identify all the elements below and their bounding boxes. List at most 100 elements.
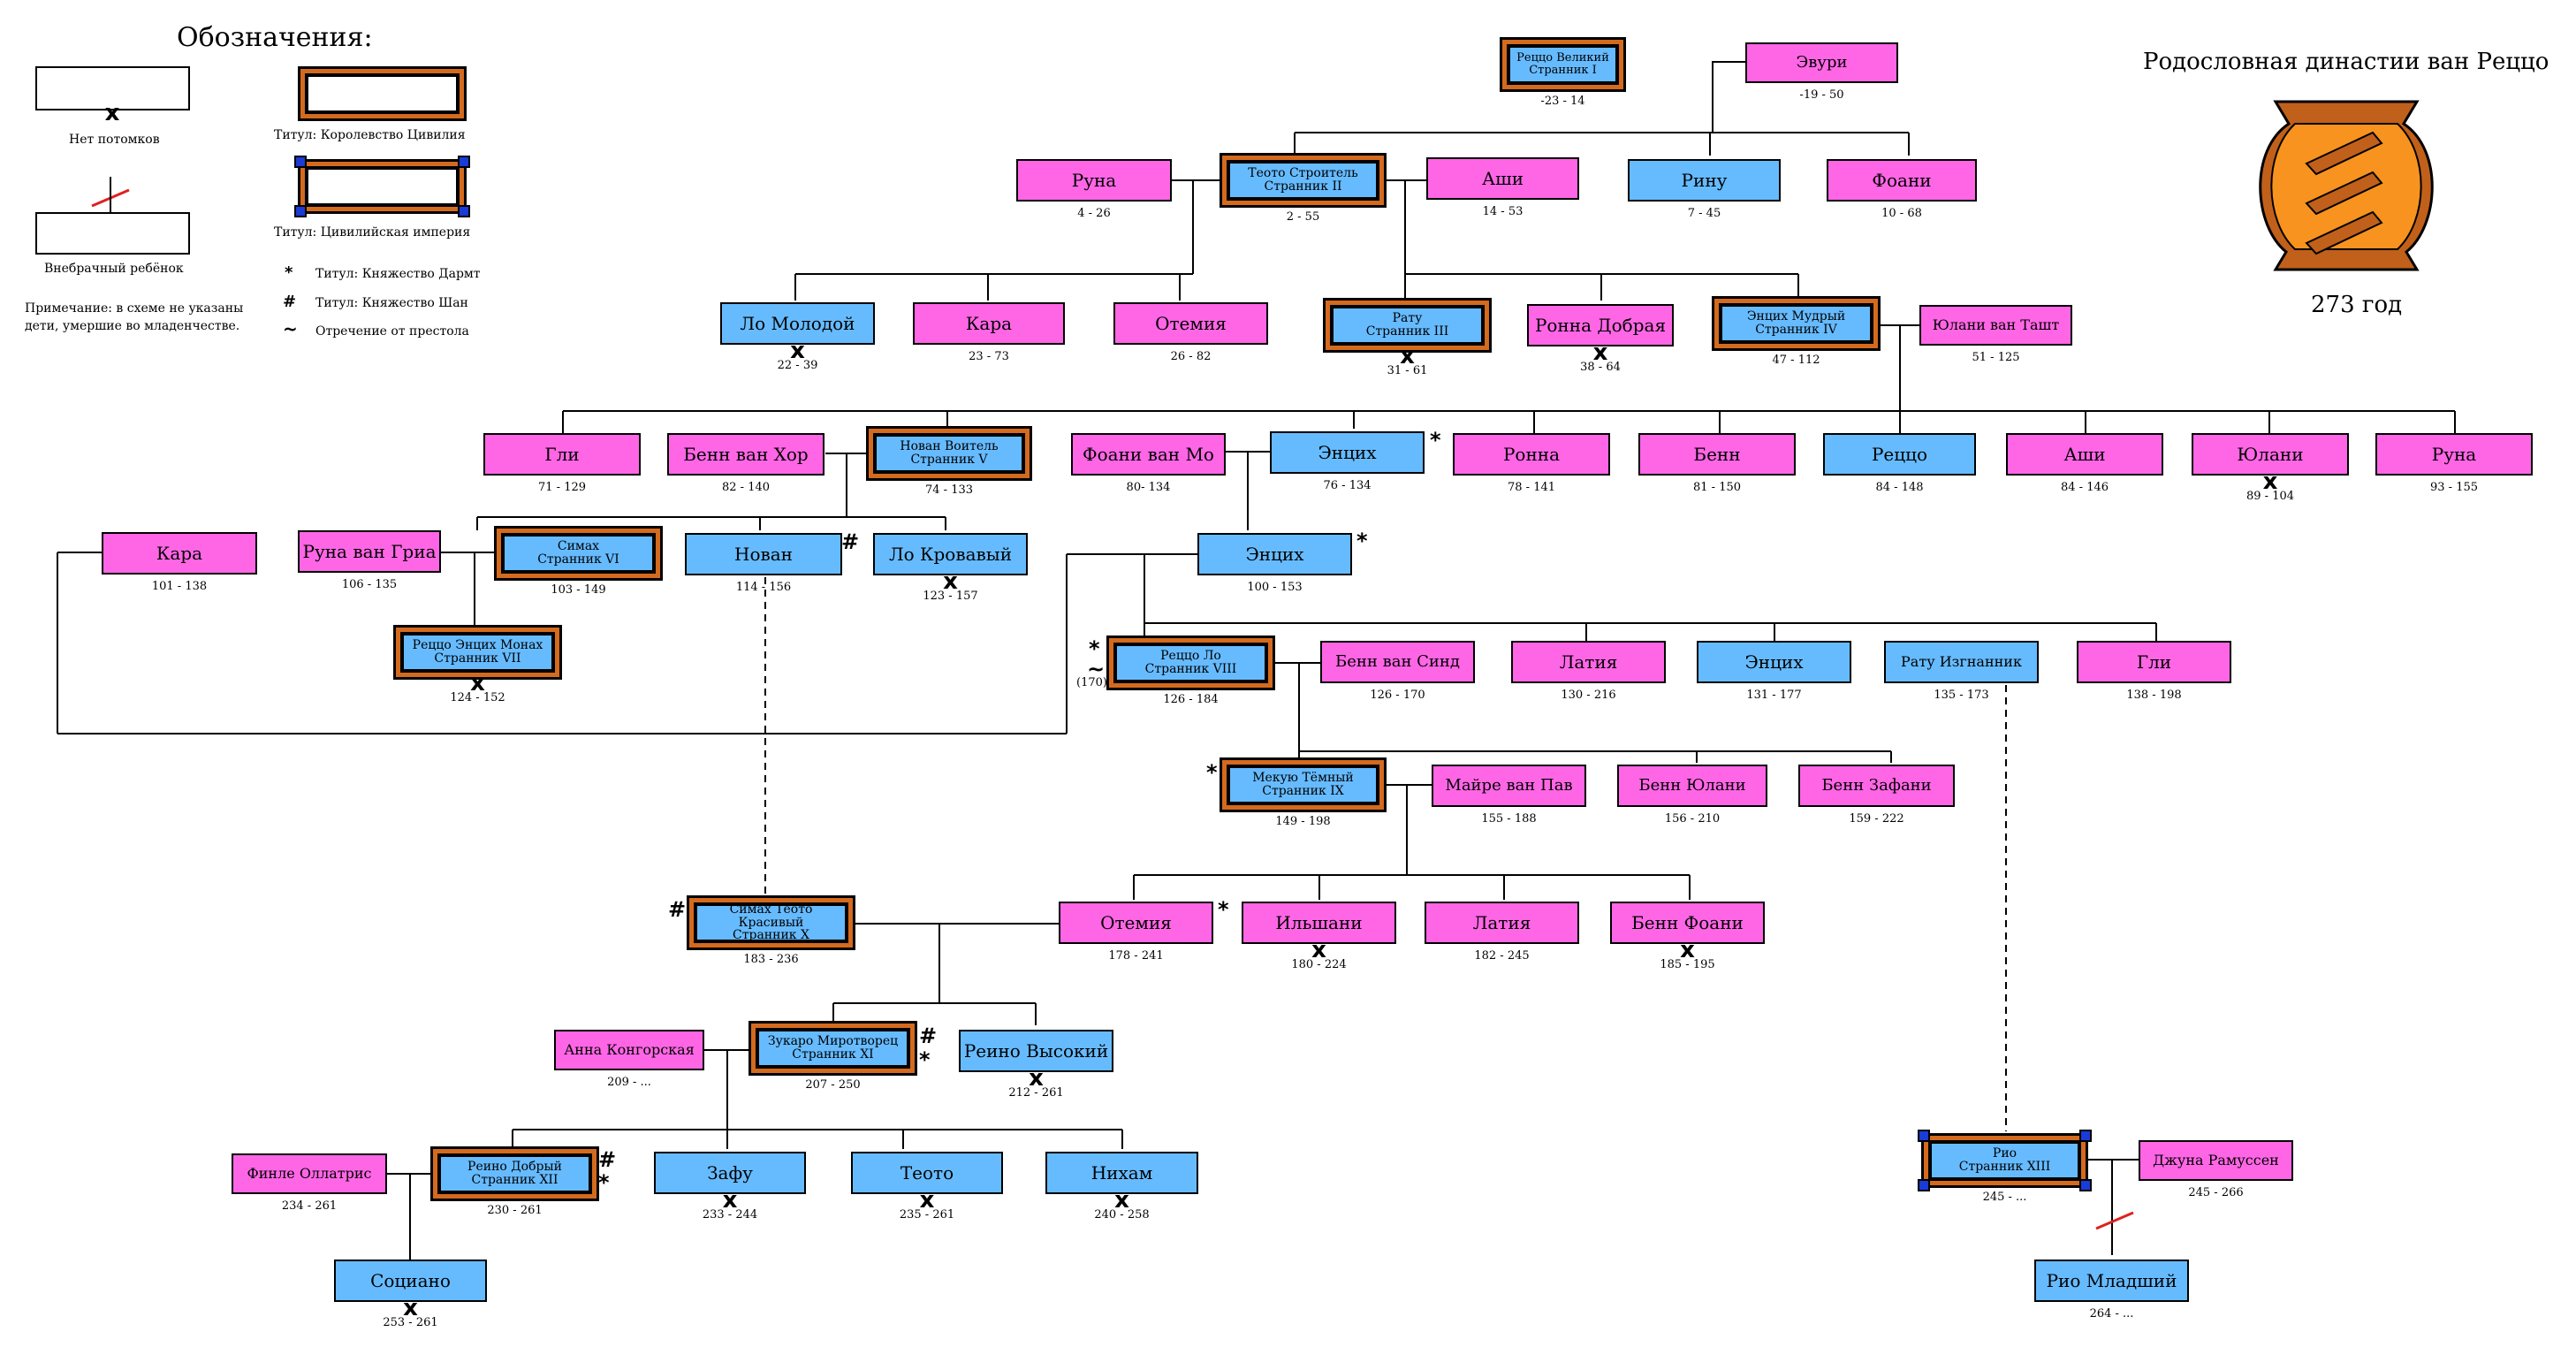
person-dates: 71 - 129 [537,481,587,494]
person-dates: 235 - 261 [899,1208,955,1222]
empire-corner-icon [1918,1179,1930,1191]
person-node-p47: Бенн Фоани [1610,902,1765,944]
person-dates: 26 - 82 [1170,350,1212,363]
person-name: Рио Странник XIII [1958,1146,2051,1174]
person-node-p12: Ронна Добрая [1527,304,1674,346]
person-name: Реино Добрый Странник XII [467,1160,562,1187]
legend-title-dart: Титул: Княжество Дармт [315,267,481,281]
empire-corner-icon [458,156,470,168]
legend-header: Обозначения: [177,22,373,53]
person-name: Бенн ван Синд [1334,651,1461,671]
person-name: Майре ван Пав [1445,775,1573,795]
person-dates: 7 - 45 [1687,207,1721,220]
person-dates: 106 - 135 [341,578,398,591]
legend-title-shan: Титул: Княжество Шан [315,296,468,310]
title-dart-asterisk-icon: * [1218,897,1229,922]
person-node-p30: Ло Кровавый [873,533,1028,575]
person-dates: 126 - 170 [1370,689,1425,702]
person-dates: 159 - 222 [1849,812,1904,826]
person-node-p58: Джуна Рамуссен [2139,1140,2293,1181]
person-dates: 230 - 261 [487,1204,543,1217]
person-dates: 130 - 216 [1561,689,1616,702]
person-name: Фоани ван Мо [1083,443,1214,465]
person-node-p09: Кара [913,302,1065,345]
person-node-p53: Зафу [654,1152,806,1194]
person-name: Анна Конгорская [564,1040,695,1058]
title-dart-asterisk-icon: * [598,1170,610,1195]
person-name: Латия [1472,911,1531,933]
person-dates: 149 - 198 [1275,815,1331,828]
person-node-p21: Бенн [1638,433,1796,476]
person-node-p03: Руна [1016,159,1172,202]
no-descendants-x-icon: x [2262,468,2278,495]
person-node-p28: Симах Странник VI [494,526,663,581]
person-node-p52: Реино Добрый Странник XII [430,1146,599,1201]
empire-corner-icon [294,205,307,217]
abdication-year: (170) [1076,676,1107,689]
person-dates: -19 - 50 [1799,88,1844,102]
person-node-p05: Аши [1426,157,1579,200]
person-node-p20: Ронна [1453,433,1610,476]
person-node-p54: Теото [851,1152,1003,1194]
person-name: Симах Странник VI [537,539,619,567]
person-name: Джуна Рамуссен [2153,1151,2279,1168]
person-dates: 2 - 55 [1286,210,1320,224]
person-name: Реццо Ло Странник VIII [1144,649,1237,676]
person-dates: 207 - 250 [805,1078,861,1092]
person-node-p19: Энцих [1270,431,1425,474]
person-dates: 89 - 104 [2245,490,2295,503]
person-name: Мекую Тёмный Странник IX [1252,771,1354,798]
person-node-p24: Юлани [2192,433,2349,476]
legend-box-empire [298,159,467,214]
person-name: Кара [156,542,203,564]
person-name: Ло Кровавый [888,543,1013,565]
person-dates: 14 - 53 [1482,205,1524,218]
person-node-p32: Реццо Энцих Монах Странник VII [393,625,562,680]
person-name: Нован Воитель Странник V [900,439,999,467]
person-node-p23: Аши [2006,433,2163,476]
person-name: Эвури [1796,52,1848,72]
person-dates: 82 - 140 [721,481,771,494]
no-descendants-x-icon: x [722,1187,738,1214]
person-node-p37: Рату Изгнанник [1884,641,2039,683]
person-node-p16: Бенн ван Хор [667,433,824,476]
person-node-p08: Ло Молодой [720,302,875,345]
person-name: Энцих [1318,441,1377,463]
person-dates: 101 - 138 [151,580,208,593]
person-name: Финле Оллатрис [247,1164,372,1182]
legend-tilde-icon: ~ [283,318,298,339]
person-node-p14: Юлани ван Ташт [1919,305,2072,346]
person-node-p15: Гли [483,433,641,476]
empire-corner-icon [294,156,307,168]
person-node-p27: Руна ван Гриа [298,530,441,573]
legend-note: Примечание: в схеме не указаны дети, уме… [25,301,244,333]
person-dates: 51 - 125 [1972,351,2020,364]
person-node-p44: Отемия [1059,902,1213,944]
title-shan-hash-icon: # [668,897,687,922]
person-name: Рио Младший [2046,1269,2177,1291]
person-name: Юлани [2237,443,2304,465]
person-name: Ронна Добрая [1534,314,1667,336]
person-dates: 126 - 184 [1163,693,1219,706]
person-name: Энцих Мудрый Странник IV [1746,309,1846,337]
person-name: Бенн ван Хор [683,443,809,465]
person-dates: 234 - 261 [281,1199,338,1213]
person-node-p31: Энцих [1197,533,1352,575]
person-name: Зукаро Миротворец Странник XI [767,1034,899,1062]
legend-title-empire: Титул: Цивилийская империя [274,225,471,240]
person-node-p57: Рио Странник XIII [1921,1133,2088,1188]
person-name: Энцих [1245,543,1304,565]
person-dates: 78 - 141 [1507,481,1556,494]
person-name: Социано [370,1269,451,1291]
legend-x-mark: x [104,100,120,126]
title-dart-asterisk-icon: * [919,1047,931,1072]
person-dates: 74 - 133 [924,483,974,497]
person-name: Реццо [1871,443,1928,465]
legend-hash-icon: # [283,293,297,311]
person-name: Кара [965,312,1013,334]
person-node-p07: Фоани [1827,159,1977,202]
person-node-p41: Бенн Юлани [1617,765,1767,807]
diagram-title: Родословная династии ван Реццо [2143,49,2549,75]
